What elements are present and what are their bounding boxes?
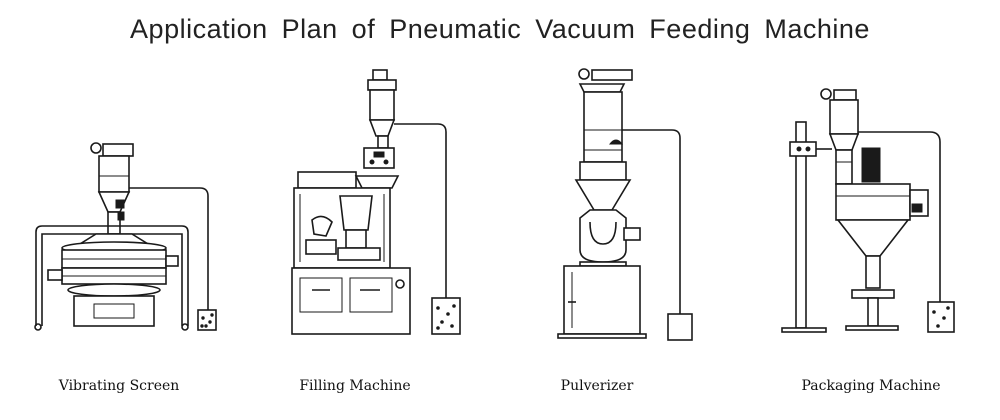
- material-bucket-1: [198, 310, 216, 330]
- filling-machine-illustration: [292, 70, 460, 334]
- support-column: [782, 122, 832, 332]
- filling-machine-body: [292, 172, 410, 334]
- material-bucket-4: [928, 302, 954, 332]
- vacuum-feeder-4: [821, 89, 858, 184]
- vacuum-feeder-3: [579, 69, 632, 180]
- pulverizer-illustration: [558, 69, 692, 340]
- material-bucket-2: [432, 298, 460, 334]
- vacuum-feeder-1: [91, 143, 133, 234]
- screen-body: [48, 234, 178, 326]
- material-bucket-3: [668, 314, 692, 340]
- caption-pulverizer: Pulverizer: [472, 378, 722, 394]
- caption-packaging-machine: Packaging Machine: [746, 378, 996, 394]
- packaging-machine-illustration: [782, 89, 954, 332]
- pulverizer-body: [558, 180, 646, 338]
- vibrating-screen-illustration: [35, 143, 216, 330]
- caption-vibrating-screen: Vibrating Screen: [0, 378, 244, 394]
- caption-filling-machine: Filling Machine: [230, 378, 480, 394]
- vacuum-feeder-2: [364, 70, 396, 168]
